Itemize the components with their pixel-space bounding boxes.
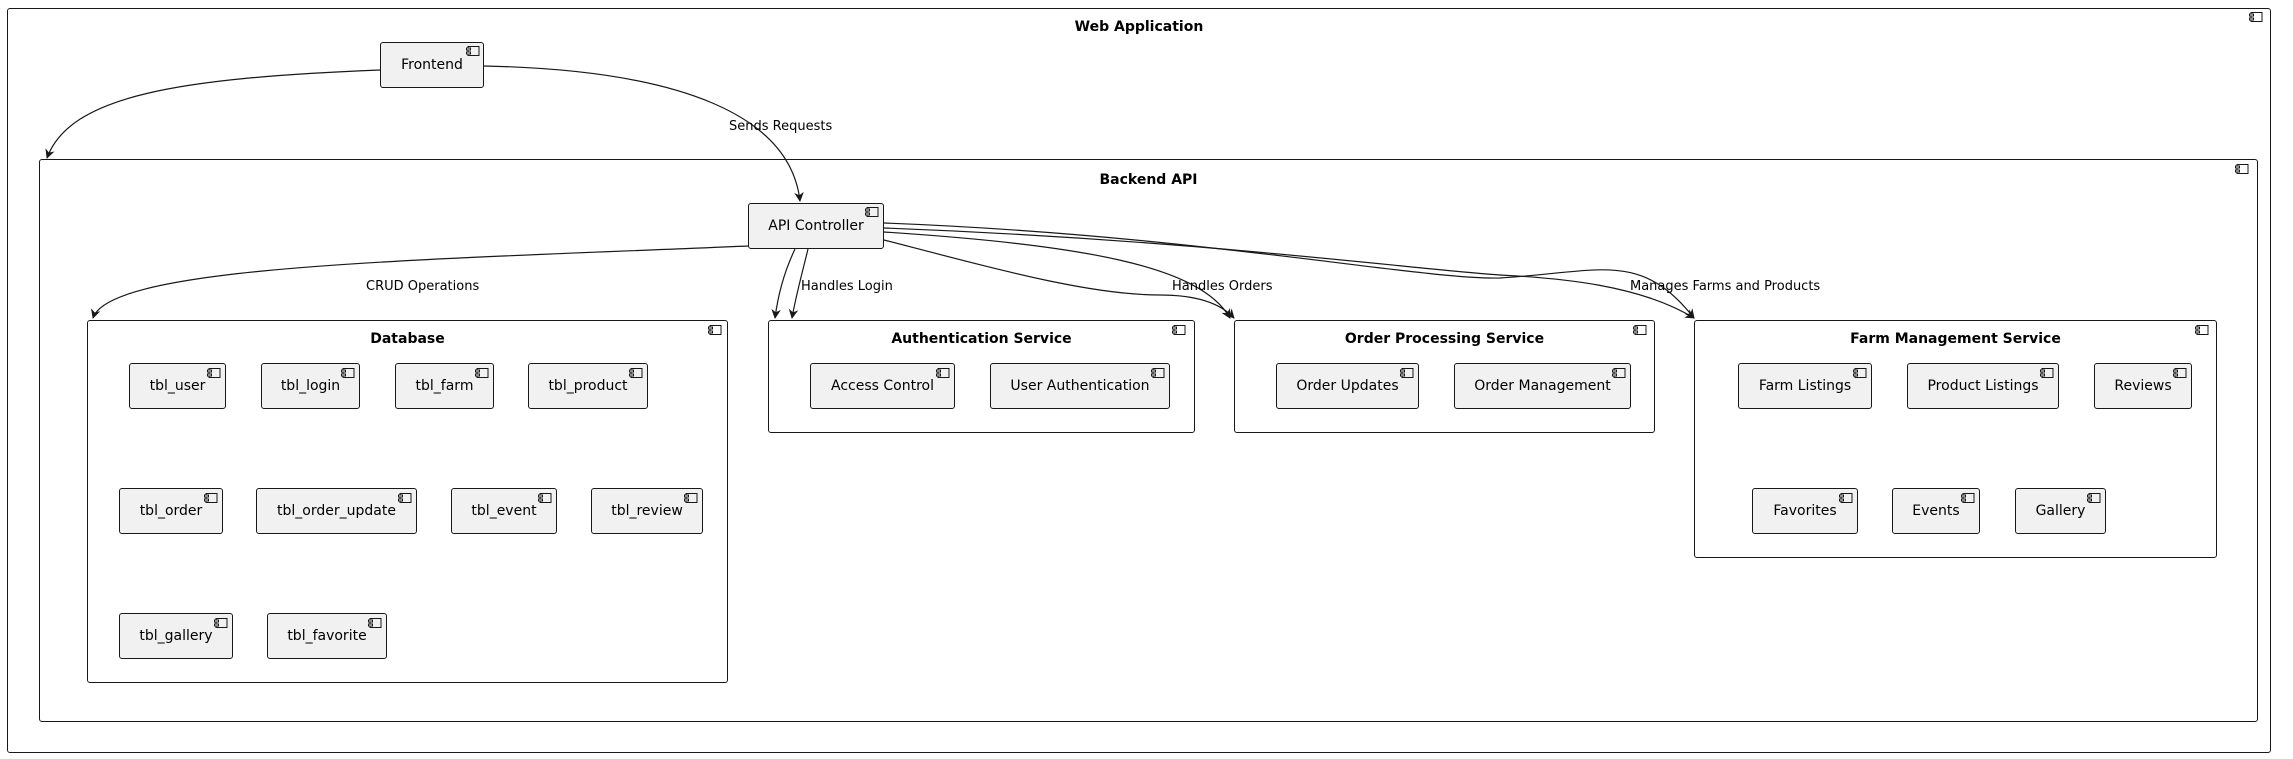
- component-icon: [2249, 12, 2263, 22]
- edge-api-to-order-b: [883, 231, 1231, 319]
- table-label: tbl_product: [548, 378, 628, 394]
- order-processing-service-title: Order Processing Service: [1344, 331, 1545, 347]
- component-icon: [398, 493, 412, 503]
- database-title: Database: [370, 331, 445, 347]
- frontend-label: Frontend: [401, 57, 463, 73]
- edge-label-handles-login: Handles Login: [801, 279, 893, 294]
- user-authentication-component[interactable]: User Authentication: [990, 363, 1170, 409]
- api-controller-component[interactable]: API Controller: [748, 203, 884, 249]
- component-label: Product Listings: [1927, 378, 2039, 394]
- authentication-service-title: Authentication Service: [891, 331, 1072, 347]
- component-icon: [684, 493, 698, 503]
- order-updates-component[interactable]: Order Updates: [1276, 363, 1419, 409]
- edge-frontend-to-api-controller: [483, 65, 804, 202]
- table-tbl-user[interactable]: tbl_user: [129, 363, 226, 409]
- table-label: tbl_order_update: [277, 503, 396, 519]
- table-tbl-gallery[interactable]: tbl_gallery: [119, 613, 233, 659]
- component-label: Events: [1912, 503, 1960, 519]
- table-tbl-review[interactable]: tbl_review: [591, 488, 703, 534]
- edge-api-to-database: [91, 245, 749, 319]
- product-listings-component[interactable]: Product Listings: [1907, 363, 2059, 409]
- table-label: tbl_user: [149, 378, 206, 394]
- edge-api-to-farm-a: [883, 227, 1695, 319]
- component-icon: [214, 618, 228, 628]
- component-icon: [368, 618, 382, 628]
- edge-api-to-auth-b: [788, 248, 809, 319]
- component-icon: [708, 325, 722, 335]
- table-tbl-product[interactable]: tbl_product: [528, 363, 648, 409]
- component-icon: [475, 368, 489, 378]
- component-icon: [204, 493, 218, 503]
- authentication-service-container: Authentication Service: [768, 320, 1195, 433]
- edge-label-sends-requests: Sends Requests: [729, 119, 833, 134]
- component-label: User Authentication: [1010, 378, 1150, 394]
- gallery-component[interactable]: Gallery: [2015, 488, 2106, 534]
- component-label: Farm Listings: [1758, 378, 1852, 394]
- edge-label-handles-orders: Handles Orders: [1172, 279, 1273, 294]
- component-icon: [1612, 368, 1626, 378]
- component-icon: [466, 46, 480, 56]
- edge-api-to-farm-b: [883, 222, 1695, 319]
- edge-api-to-order-a: [883, 239, 1235, 319]
- component-icon: [629, 368, 643, 378]
- table-label: tbl_event: [471, 503, 537, 519]
- favorites-component[interactable]: Favorites: [1752, 488, 1858, 534]
- table-tbl-login[interactable]: tbl_login: [261, 363, 360, 409]
- component-icon: [865, 207, 879, 217]
- component-label: Reviews: [2114, 378, 2172, 394]
- component-icon: [936, 368, 950, 378]
- backend-api-title: Backend API: [1099, 172, 1198, 188]
- component-icon: [2087, 493, 2101, 503]
- farm-listings-component[interactable]: Farm Listings: [1738, 363, 1872, 409]
- order-management-component[interactable]: Order Management: [1454, 363, 1631, 409]
- component-label: Gallery: [2035, 503, 2086, 519]
- table-label: tbl_login: [280, 378, 341, 394]
- table-label: tbl_gallery: [139, 628, 213, 644]
- component-icon: [2040, 368, 2054, 378]
- edge-api-to-auth-a: [771, 248, 796, 319]
- component-icon: [1151, 368, 1165, 378]
- edge-label-manages-farms: Manages Farms and Products: [1630, 279, 1821, 294]
- component-icon: [1853, 368, 1867, 378]
- table-label: tbl_favorite: [287, 628, 367, 644]
- component-icon: [2195, 325, 2209, 335]
- component-icon: [2173, 368, 2187, 378]
- table-label: tbl_farm: [415, 378, 474, 394]
- component-icon: [538, 493, 552, 503]
- events-component[interactable]: Events: [1892, 488, 1980, 534]
- web-application-title: Web Application: [1074, 19, 1204, 35]
- table-label: tbl_review: [611, 503, 683, 519]
- table-tbl-event[interactable]: tbl_event: [451, 488, 557, 534]
- component-label: Order Management: [1474, 378, 1611, 394]
- table-tbl-order[interactable]: tbl_order: [119, 488, 223, 534]
- component-icon: [1961, 493, 1975, 503]
- component-icon: [1633, 325, 1647, 335]
- table-tbl-favorite[interactable]: tbl_favorite: [267, 613, 387, 659]
- component-icon: [1400, 368, 1414, 378]
- table-tbl-farm[interactable]: tbl_farm: [395, 363, 494, 409]
- table-label: tbl_order: [139, 503, 203, 519]
- component-icon: [341, 368, 355, 378]
- backend-api-container: Backend API: [39, 159, 2258, 722]
- component-icon: [1172, 325, 1186, 335]
- component-label: Access Control: [831, 378, 934, 394]
- farm-management-service-title: Farm Management Service: [1850, 331, 2061, 347]
- edge-label-crud-operations: CRUD Operations: [366, 279, 480, 294]
- farm-management-service-container: Farm Management Service: [1694, 320, 2217, 558]
- web-application-container: Web Application: [7, 8, 2271, 753]
- component-icon: [207, 368, 221, 378]
- reviews-component[interactable]: Reviews: [2094, 363, 2192, 409]
- order-processing-service-container: Order Processing Service: [1234, 320, 1655, 433]
- component-icon: [2235, 164, 2249, 174]
- table-tbl-order-update[interactable]: tbl_order_update: [256, 488, 417, 534]
- component-label: Order Updates: [1296, 378, 1399, 394]
- access-control-component[interactable]: Access Control: [810, 363, 955, 409]
- component-label: Favorites: [1773, 503, 1837, 519]
- edge-frontend-to-backend: [45, 69, 381, 159]
- api-controller-label: API Controller: [768, 218, 864, 234]
- database-container: Database: [87, 320, 728, 683]
- component-icon: [1839, 493, 1853, 503]
